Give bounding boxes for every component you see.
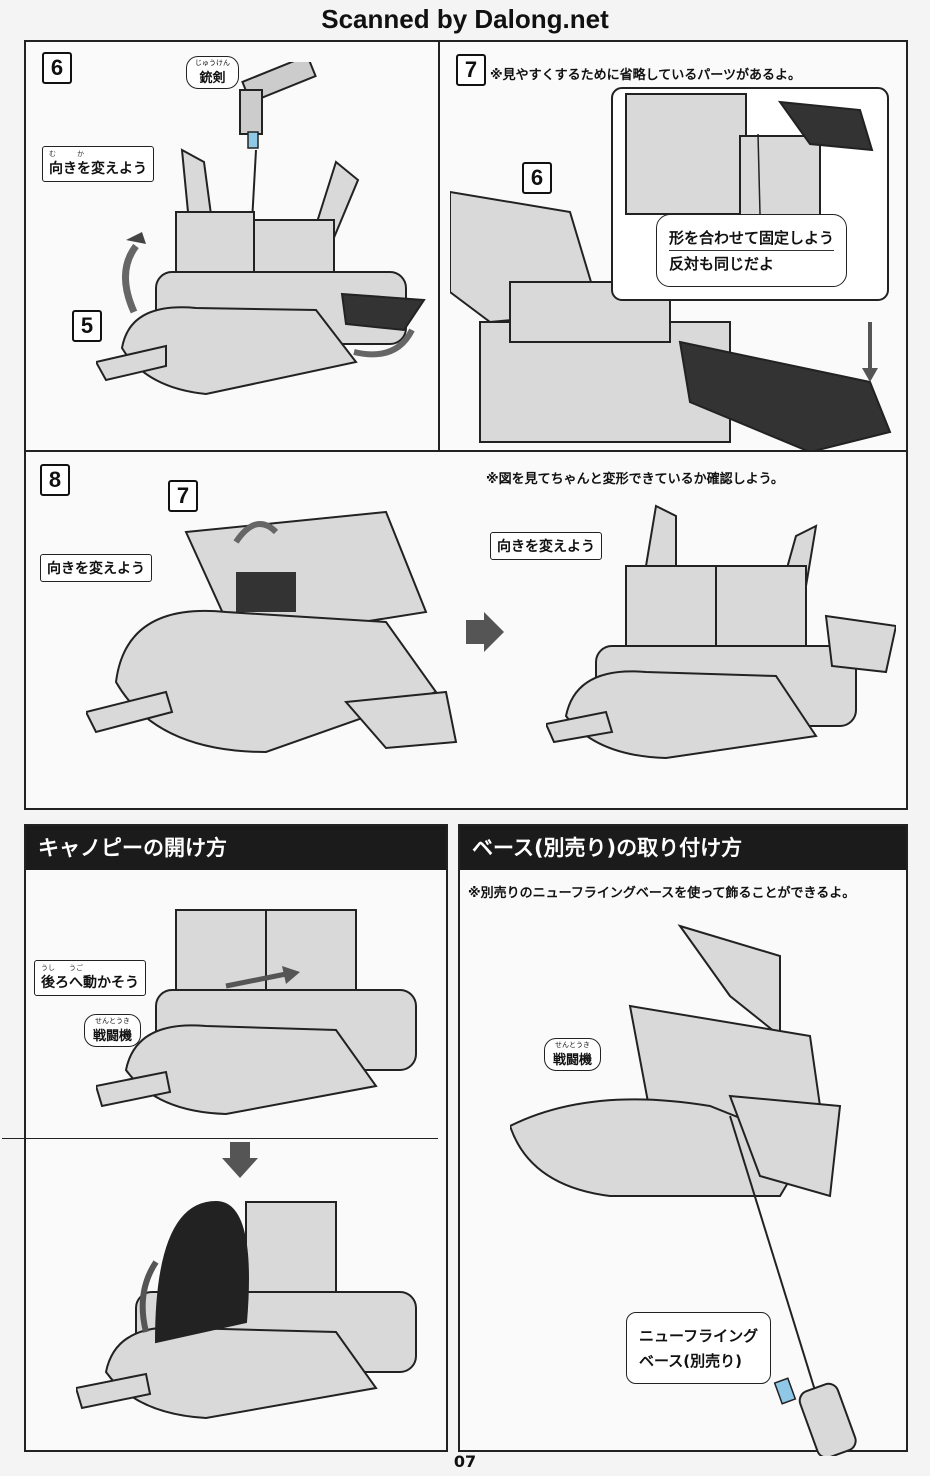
bayonet-label: じゅうけん 銃剣: [186, 56, 239, 89]
step-8-number: 8: [40, 464, 70, 496]
step-8-mecha-before: [86, 492, 466, 792]
step-8-arrow: [466, 612, 506, 652]
base-fighter-label: せんとうき 戦闘機: [544, 1038, 602, 1071]
step-8-mecha-after: [546, 496, 896, 786]
step-7-number: 7: [456, 54, 486, 86]
step-8-rotate-callout-left: 向きを変えよう: [40, 554, 152, 582]
canopy-panel: キャノピーの開け方 うし うご 後ろへ動かそう せんとうき 戦闘機: [2, 824, 448, 1452]
base-panel: ベース(別売り)の取り付け方 ※別売りのニューフライングベースを使って飾ることが…: [458, 824, 908, 1456]
step-8-rotate-callout-right: 向きを変えよう: [490, 532, 602, 560]
step-7-fit-callout: 形を合わせて固定しよう 反対も同じだよ: [656, 214, 848, 287]
fighter-label: せんとうき 戦闘機: [84, 1014, 142, 1047]
page-number: 07: [453, 1452, 477, 1471]
step-6-panel: 6 じゅうけん 銃剣 む か 向きを変えよう 5: [24, 40, 440, 452]
canopy-open-illustration: [76, 1182, 436, 1442]
canopy-move-callout: うし うご 後ろへ動かそう: [34, 960, 146, 996]
base-section-title: ベース(別売り)の取り付け方: [460, 826, 906, 870]
opposite-side-instruction: 反対も同じだよ: [669, 250, 835, 276]
flying-base-label: ニューフライング ベース(別売り): [626, 1312, 772, 1384]
canopy-divider: [2, 1138, 438, 1139]
step-7-mecha-illustration: [450, 172, 900, 452]
step-7-ref-number: 7: [168, 480, 198, 512]
base-mecha-illustration: [510, 916, 890, 1456]
step-6-number: 6: [42, 52, 72, 84]
base-note: ※別売りのニューフライングベースを使って飾ることができるよ。: [468, 886, 856, 901]
canopy-closed-illustration: [96, 900, 436, 1130]
step-7-panel: 7 ※見やすくするために省略しているパーツがあるよ。 6 形を合わせて固定しよう: [438, 40, 908, 452]
step-7-note: ※見やすくするために省略しているパーツがあるよ。: [490, 68, 801, 83]
step-6-rotate-callout: む か 向きを変えよう: [42, 146, 154, 182]
step-6-mecha-illustration: [96, 62, 426, 442]
step-8-panel: 8 7 向きを変えよう ※図を見てちゃんと変形できているか確認しよう。 向きを変…: [24, 450, 908, 810]
scan-credit: Scanned by Dalong.net: [321, 4, 609, 34]
step-6-ref-number: 6: [522, 162, 552, 194]
canopy-section-title: キャノピーの開け方: [26, 826, 446, 870]
canopy-down-arrow: [222, 1142, 258, 1178]
step-8-note: ※図を見てちゃんと変形できているか確認しよう。: [486, 472, 784, 487]
fit-instruction: 形を合わせて固定しよう: [669, 229, 835, 247]
step-5-ref-number: 5: [72, 310, 102, 342]
